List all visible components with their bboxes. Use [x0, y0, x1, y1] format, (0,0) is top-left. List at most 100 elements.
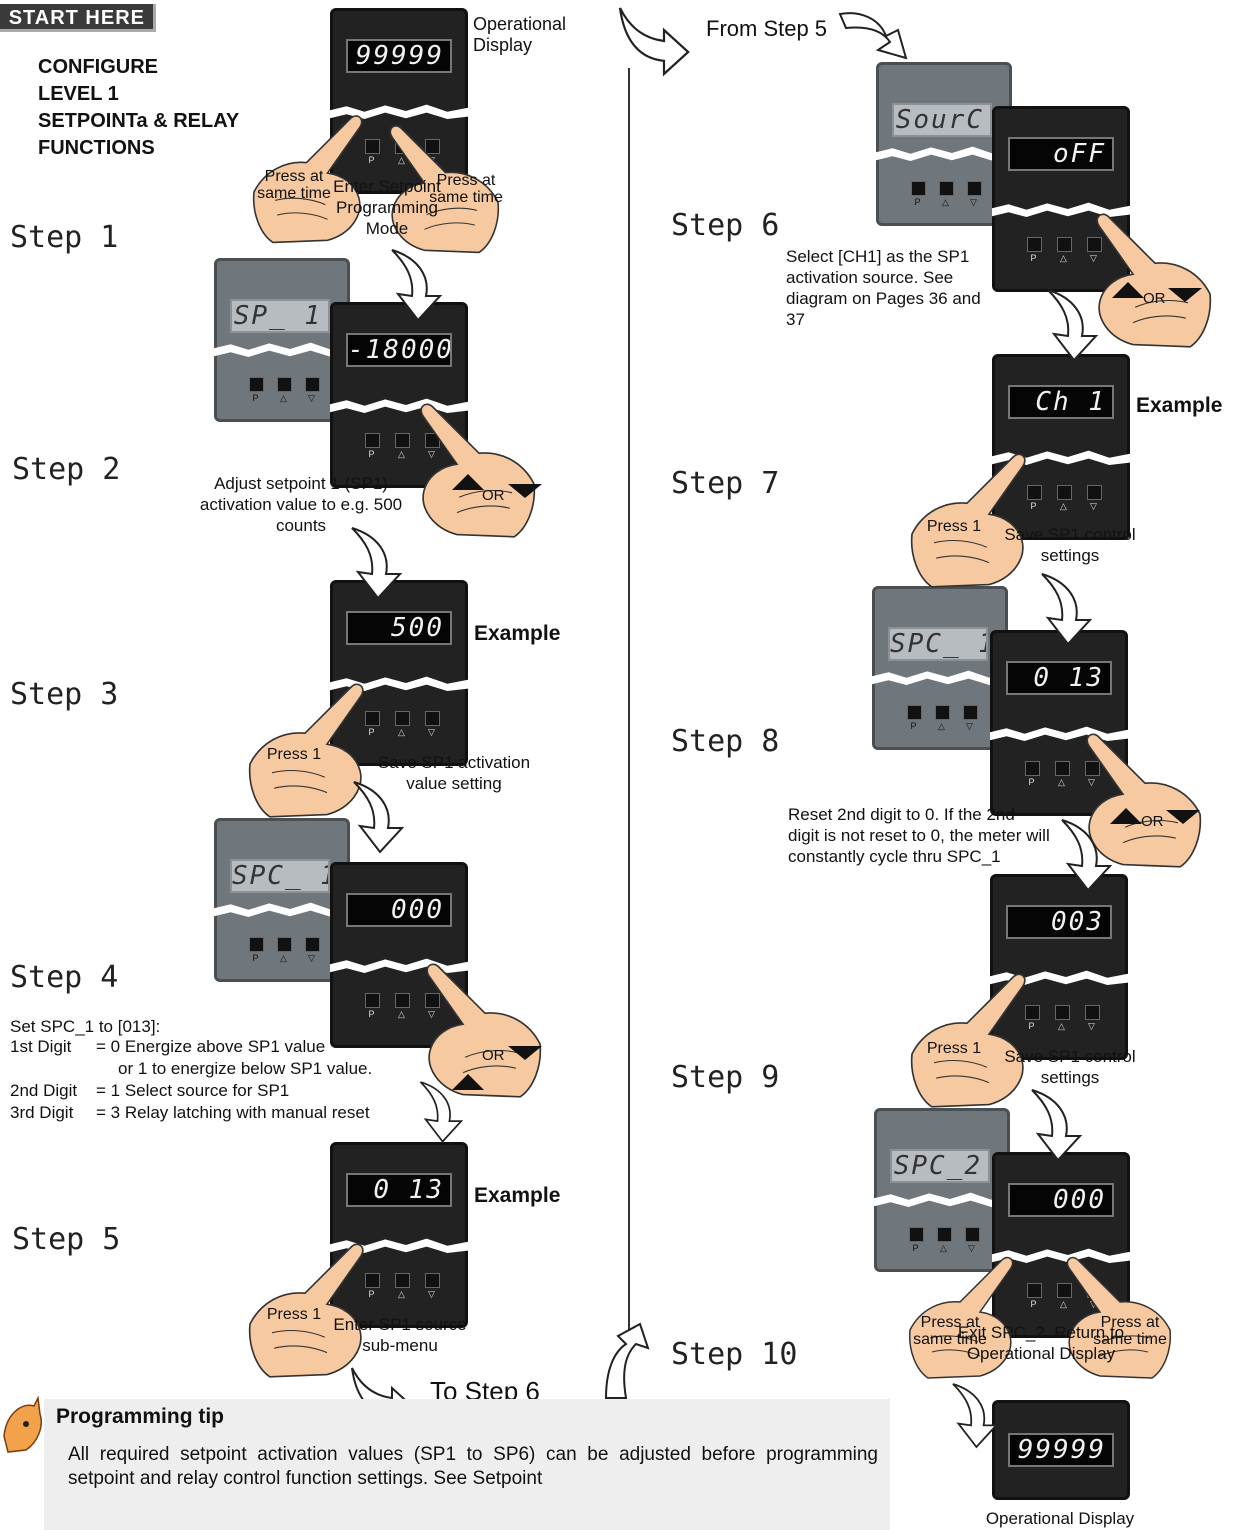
p-key[interactable] [365, 433, 380, 448]
select-ch1-caption: Select [CH1] as the SP1 activation sourc… [786, 247, 981, 329]
p-key [907, 705, 922, 720]
step-10-label: Step 10 [671, 1337, 798, 1372]
press-same-time-left-s10: Press at same time [913, 1314, 987, 1348]
ghost-display: SourC [892, 103, 992, 137]
up-key[interactable] [1057, 485, 1072, 500]
up-key-label: △ [940, 1243, 947, 1253]
meter-keys: P △ ▽ [1023, 761, 1103, 791]
p-key[interactable] [365, 993, 380, 1008]
down-key[interactable] [425, 1273, 440, 1288]
down-key[interactable] [1085, 1005, 1100, 1020]
p-key-label: P [1028, 777, 1035, 787]
down-key[interactable] [425, 993, 440, 1008]
meter-keys: P △ ▽ [363, 711, 443, 741]
press-1-step7: Press 1 [926, 518, 982, 535]
up-key[interactable] [1055, 1005, 1070, 1020]
meter-keys: P △ ▽ [247, 377, 327, 407]
down-key-label: ▽ [970, 197, 977, 207]
programming-tip-box [44, 1399, 890, 1530]
save-sp1-control-caption-s7: Save SP1 control settings [1004, 525, 1136, 565]
digit2-label: 2nd Digit [10, 1081, 78, 1100]
down-key-label: ▽ [308, 393, 315, 403]
down-key[interactable] [1085, 761, 1100, 776]
down-key[interactable] [425, 139, 440, 154]
meter-keys: P △ ▽ [247, 937, 327, 967]
down-key-label: ▽ [966, 721, 973, 731]
step-1-label: Step 1 [10, 220, 119, 255]
p-key [911, 181, 926, 196]
up-key-label: △ [280, 953, 287, 963]
p-key[interactable] [1027, 237, 1042, 252]
down-key-label: ▽ [428, 449, 435, 459]
up-key-label: △ [1060, 501, 1067, 511]
meter-step4: 000 P △ ▽ [330, 862, 468, 1048]
operational-display-label: Operational Display [473, 14, 567, 55]
p-key-label: P [368, 155, 375, 165]
up-key-label: △ [398, 449, 405, 459]
p-key[interactable] [1025, 1005, 1040, 1020]
meter-ghost-spc1: SPC_ 1 P △ ▽ [214, 818, 352, 982]
p-key-label: P [1030, 1299, 1037, 1309]
or-label-step4: OR [482, 1047, 505, 1064]
up-key[interactable] [395, 993, 410, 1008]
down-key[interactable] [1087, 237, 1102, 252]
up-key[interactable] [1057, 1283, 1072, 1298]
up-key-label: △ [938, 721, 945, 731]
ghost-display: SPC_ 1 [888, 627, 988, 661]
press-same-time-left: Press at same time [257, 168, 331, 202]
up-key-label: △ [1060, 253, 1067, 263]
step-5-label: Step 5 [12, 1222, 121, 1257]
down-key[interactable] [1087, 485, 1102, 500]
p-key [909, 1227, 924, 1242]
down-key [967, 181, 982, 196]
p-key-label: P [1028, 1021, 1035, 1031]
final-operational-label: Operational Display [985, 1509, 1135, 1528]
p-key[interactable] [1027, 1283, 1042, 1298]
section-title-line: CONFIGURE [38, 56, 158, 78]
from-step5-label: From Step 5 [706, 16, 828, 41]
step-9-label: Step 9 [671, 1060, 780, 1095]
press-1-step9: Press 1 [926, 1040, 982, 1057]
meter-final-operational: 99999 [992, 1400, 1130, 1500]
up-key[interactable] [1055, 761, 1070, 776]
down-key-label: ▽ [308, 953, 315, 963]
meter-display: 99999 [346, 39, 452, 73]
reset-2nd-digit-caption: Reset 2nd digit to 0. If the 2nd digit i… [788, 805, 1050, 866]
example-label-step7: Example [1136, 394, 1223, 417]
up-key[interactable] [395, 711, 410, 726]
or-label-step6: OR [1143, 290, 1166, 307]
down-key[interactable] [425, 711, 440, 726]
meter-step7: Ch 1 P △ ▽ [992, 354, 1130, 540]
meter-keys: P △ ▽ [909, 181, 989, 211]
p-key [249, 377, 264, 392]
up-key-label: △ [942, 197, 949, 207]
up-key[interactable] [395, 1273, 410, 1288]
meter-keys: P △ ▽ [363, 433, 443, 463]
start-here-banner: START HERE [0, 4, 156, 32]
step-7-label: Step 7 [671, 466, 780, 501]
up-key[interactable] [1057, 237, 1072, 252]
up-key-label: △ [280, 393, 287, 403]
up-key-label: △ [398, 1289, 405, 1299]
meter-keys: P △ ▽ [1025, 485, 1105, 515]
up-key [277, 937, 292, 952]
up-key-label: △ [1058, 777, 1065, 787]
ghost-display: SP_ 1 [230, 299, 330, 333]
up-key[interactable] [395, 433, 410, 448]
step-6-label: Step 6 [671, 208, 780, 243]
save-sp1-control-caption-s9: Save SP1 control settings [1004, 1047, 1136, 1087]
p-key[interactable] [365, 139, 380, 154]
meter-display: 000 [346, 893, 452, 927]
enter-sp1-source-caption: Enter SP1 source sub-menu [333, 1315, 467, 1355]
up-key [277, 377, 292, 392]
p-key[interactable] [365, 1273, 380, 1288]
p-key-label: P [252, 953, 259, 963]
programming-tip-body: All required setpoint activation values … [68, 1444, 878, 1489]
down-key [965, 1227, 980, 1242]
p-key-label: P [368, 1009, 375, 1019]
press-1-step5: Press 1 [266, 1306, 322, 1323]
meter-step6: oFF P △ ▽ [992, 106, 1130, 292]
p-key[interactable] [365, 711, 380, 726]
p-key[interactable] [1027, 485, 1042, 500]
p-key[interactable] [1025, 761, 1040, 776]
